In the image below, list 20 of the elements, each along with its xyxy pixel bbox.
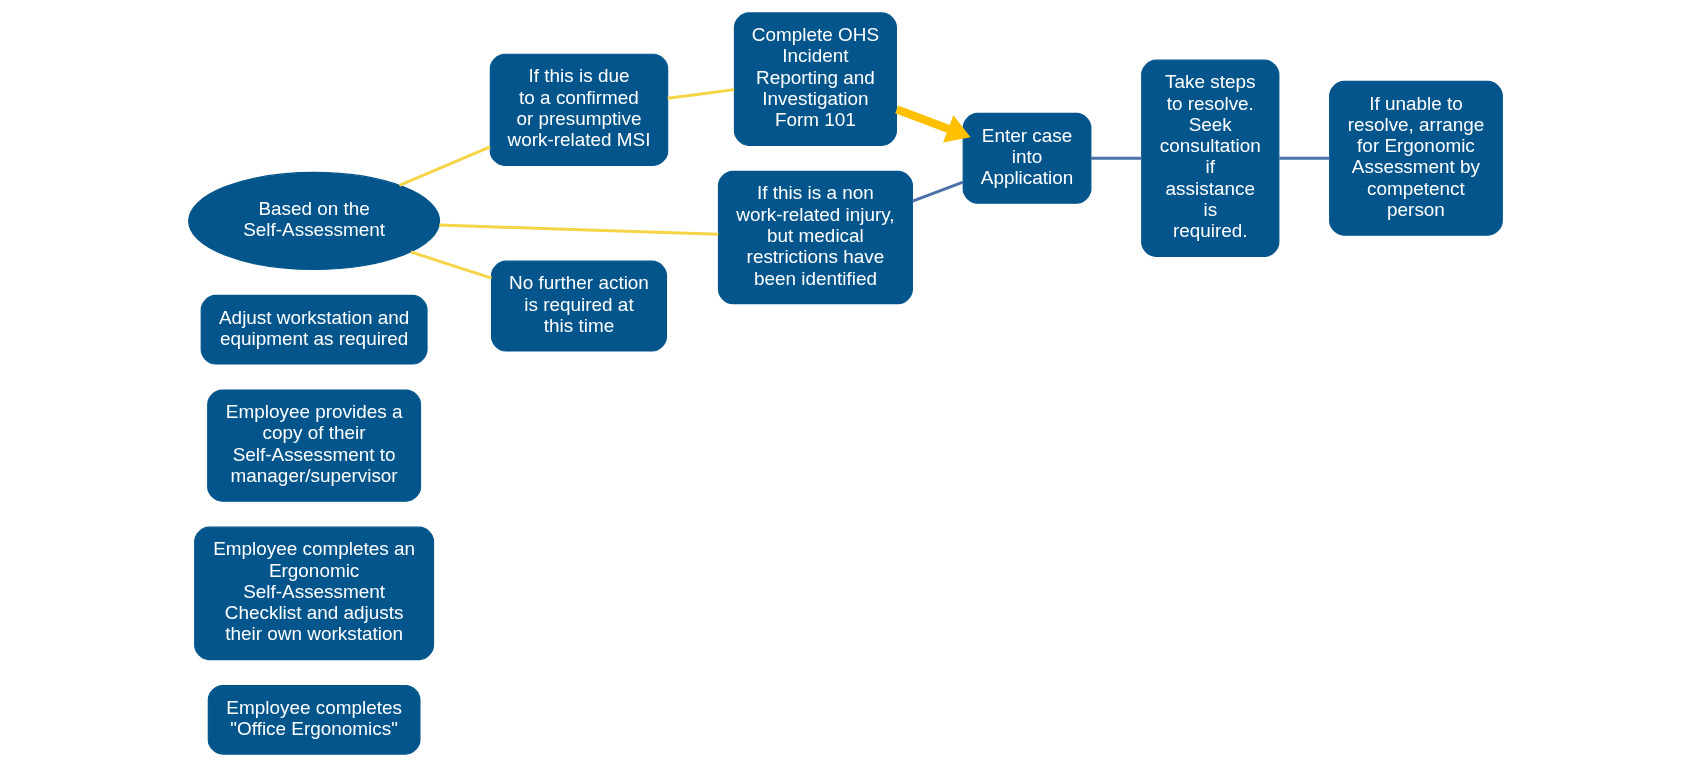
node-box: Take steps to resolve. Seek consultation if assistance is required. xyxy=(1140,59,1279,257)
node-box: Employee completes "Office Ergonomics" xyxy=(207,684,420,755)
node-box: Employee completes an Ergonomic Self-Assessment Checklist and adjusts their own workstation xyxy=(193,526,434,661)
node-box: No further action is required at this time xyxy=(490,260,667,352)
connector xyxy=(666,88,734,100)
node-box: Adjust workstation and equipment as required xyxy=(200,294,428,365)
connector xyxy=(911,180,963,203)
node-ellipse: Based on the Self-Assessment xyxy=(187,171,440,271)
connector xyxy=(398,145,491,187)
node-box: If this is a non work-related injury, but medical restrictions have been identified xyxy=(717,170,913,305)
node-box: Enter case into Application xyxy=(962,112,1091,204)
connector xyxy=(409,250,492,280)
connector xyxy=(1278,156,1330,160)
arrow xyxy=(894,105,971,143)
connector xyxy=(438,223,718,236)
node-box: Complete OHS Incident Reporting and Investigation Form 101 xyxy=(733,12,897,146)
connector xyxy=(1090,156,1141,160)
node-box: If this is due to a confirmed or presumptive work-related MSI xyxy=(489,53,668,166)
node-box: Employee provides a copy of their Self-Assessment to manager/supervisor xyxy=(206,389,421,502)
node-box: If unable to resolve, arrange for Ergonomic Assessment by competenct person xyxy=(1328,80,1503,236)
